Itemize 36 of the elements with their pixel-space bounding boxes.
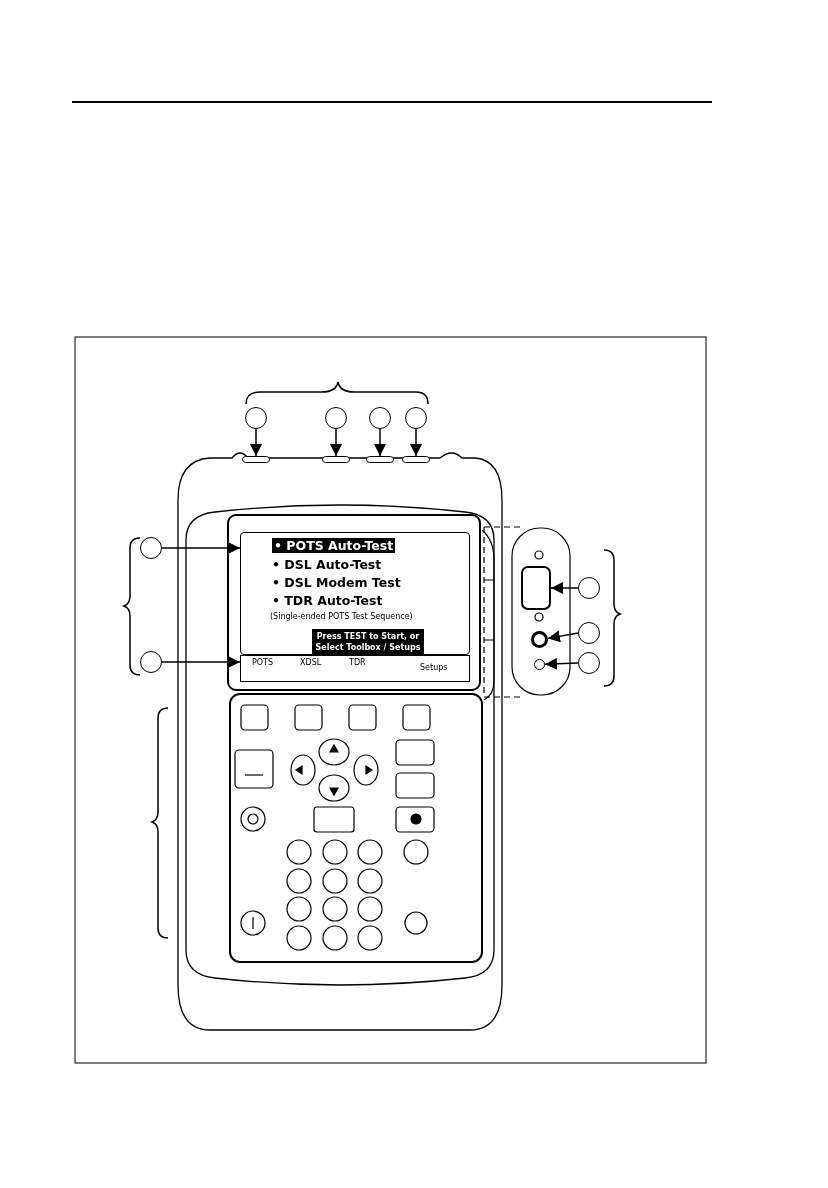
callout-circle <box>245 407 267 429</box>
leader-arrow <box>550 582 579 594</box>
callout-circle <box>578 652 600 674</box>
callout-circle <box>140 651 162 673</box>
leader-arrow <box>250 428 262 457</box>
screen-note: (Single-ended POTS Test Sequence) <box>270 612 413 621</box>
callout-circle <box>578 577 600 599</box>
callout-circle <box>405 407 427 429</box>
softkey-bar <box>240 655 470 682</box>
menu-item: • DSL Modem Test <box>272 575 401 590</box>
callout-circle <box>325 407 347 429</box>
connector-jack <box>242 456 270 463</box>
menu-item: • POTS Auto-Test <box>272 538 396 553</box>
softkey-label: POTS <box>252 658 274 667</box>
callout-circle <box>578 622 600 644</box>
connector-jack <box>402 456 430 463</box>
softkey-label: TDR <box>349 658 366 667</box>
leader-arrow <box>374 428 386 457</box>
leader-arrow <box>161 656 241 668</box>
leader-arrow <box>330 428 342 457</box>
jack-socket <box>531 631 548 648</box>
screen-message: Press TEST to Start, or Select Toolbox / Setups <box>312 629 424 655</box>
serial-port <box>521 566 551 610</box>
menu-item: • DSL Auto-Test <box>272 557 382 572</box>
callout-circle <box>140 537 162 559</box>
softkey-label: Setups <box>420 663 448 672</box>
leader-arrow <box>547 630 579 643</box>
indicator-led <box>534 659 545 670</box>
leader-arrow <box>410 428 422 457</box>
softkey-label: XDSL <box>300 658 322 667</box>
leader-arrow <box>544 657 579 670</box>
leader-arrow <box>161 542 241 554</box>
callout-circle <box>369 407 391 429</box>
connector-jack <box>366 456 394 463</box>
connector-jack <box>322 456 350 463</box>
menu-item: • TDR Auto-Test <box>272 593 383 608</box>
